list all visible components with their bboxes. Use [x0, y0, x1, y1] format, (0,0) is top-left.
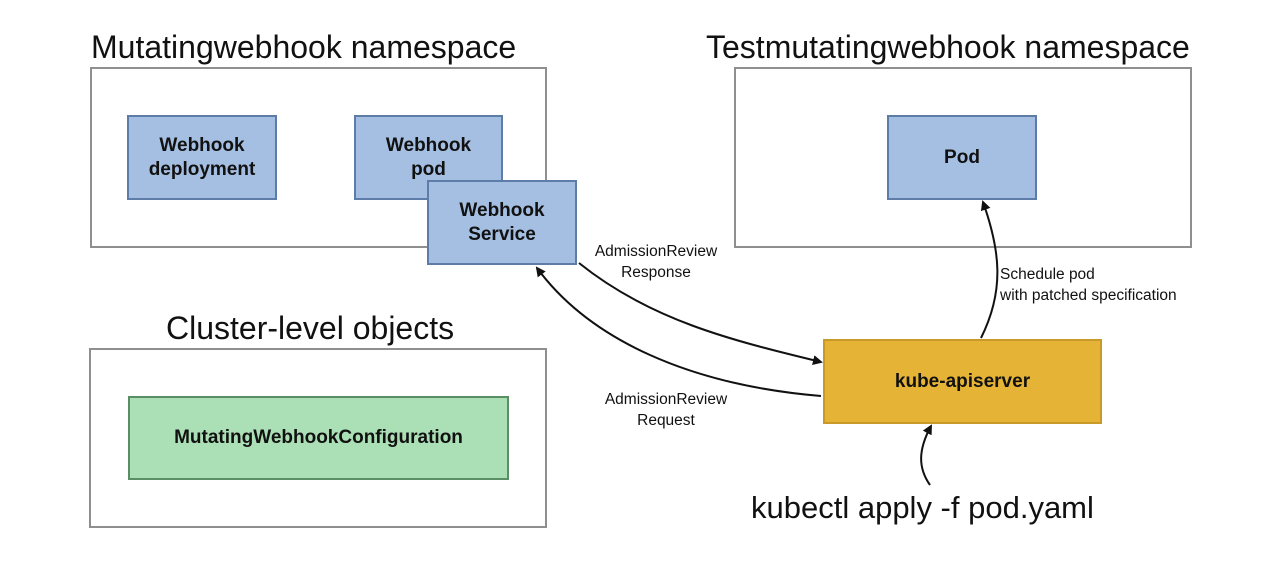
kube-apiserver-node: kube-apiserver [823, 339, 1102, 424]
admission-review-response-label: AdmissionReview Response [594, 243, 718, 281]
webhook-deployment-node: Webhook deployment [127, 115, 277, 200]
kubectl-apply-arrow [920, 424, 932, 486]
admission-review-request-label: AdmissionReview Request [604, 391, 728, 429]
cluster-level-objects-title: Cluster-level objects [166, 310, 455, 346]
kubectl-apply-command: kubectl apply -f pod.yaml [751, 490, 1094, 525]
mutatingwebhook-namespace-title: Mutatingwebhook namespace [91, 29, 517, 65]
pod-node: Pod [887, 115, 1037, 200]
testmutatingwebhook-namespace-title: Testmutatingwebhook namespace [706, 29, 1190, 65]
mutating-webhook-configuration-node: MutatingWebhookConfiguration [128, 396, 509, 480]
schedule-pod-label: Schedule pod with patched specification [1000, 266, 1177, 304]
webhook-service-node: Webhook Service [427, 180, 577, 265]
admission-request-arrow [535, 266, 822, 397]
